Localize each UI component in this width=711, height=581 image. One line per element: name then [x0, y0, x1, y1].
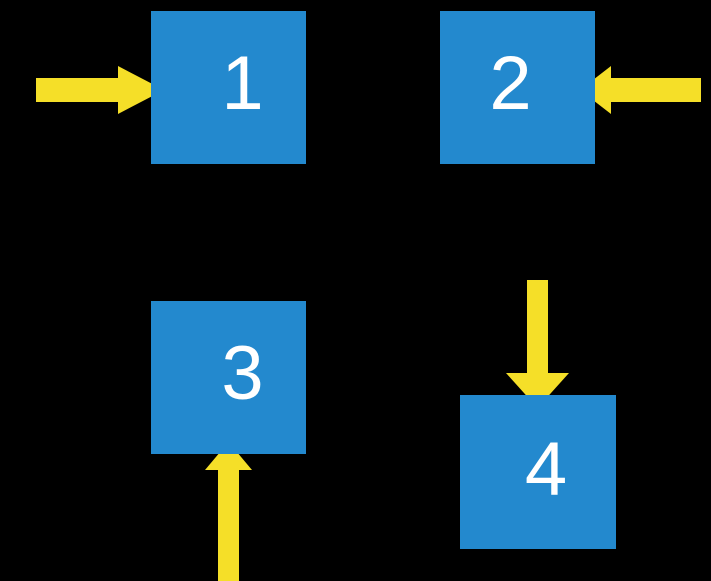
arrow-down-icon: [506, 280, 569, 408]
node-label-1: 1: [221, 40, 264, 126]
arrow-up-icon: [205, 442, 252, 581]
node-label-2: 2: [489, 40, 532, 126]
arrow-left-icon: [580, 66, 701, 114]
node-label-4: 4: [524, 427, 568, 512]
node-box-4[interactable]: 4: [460, 395, 616, 549]
arrow-right-icon: [36, 66, 164, 114]
node-box-2[interactable]: 2: [440, 11, 595, 164]
node-label-3: 3: [221, 330, 264, 416]
node-box-1[interactable]: 1: [151, 11, 306, 164]
node-box-3[interactable]: 3: [151, 301, 306, 454]
